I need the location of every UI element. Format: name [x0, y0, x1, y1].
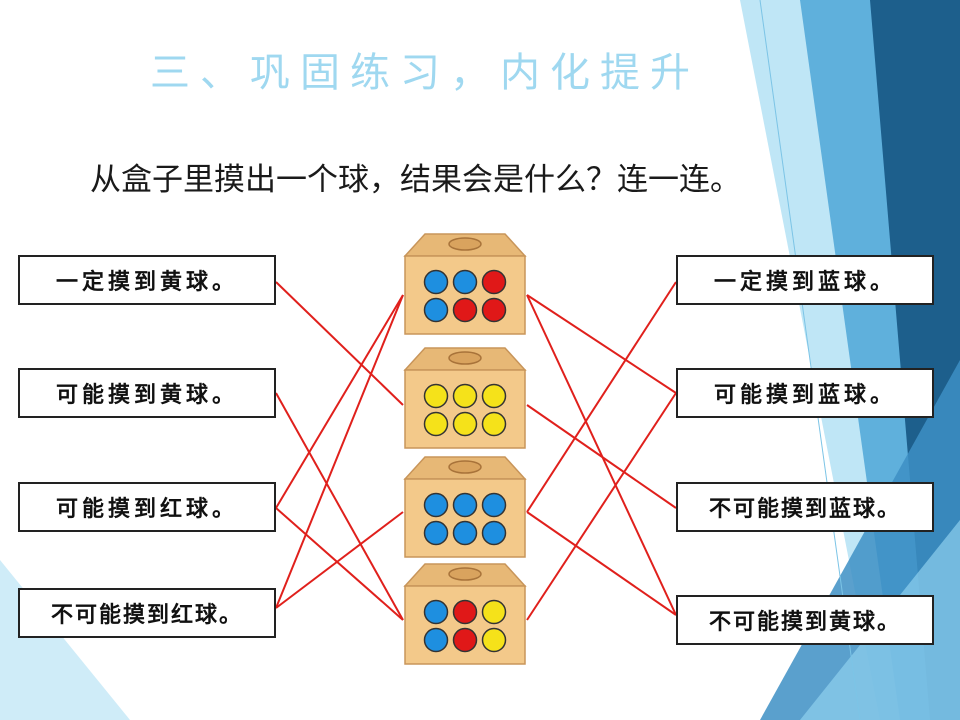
- red-ball: [452, 627, 478, 653]
- yellow-ball: [452, 383, 478, 409]
- blue-ball: [481, 520, 507, 546]
- red-ball: [481, 297, 507, 323]
- blue-ball: [423, 627, 449, 653]
- left-label-1[interactable]: 一定摸到黄球。: [18, 255, 276, 305]
- box-hole: [448, 567, 482, 581]
- right-label-4[interactable]: 不可能摸到黄球。: [676, 595, 934, 645]
- ball-box-2[interactable]: [403, 346, 527, 450]
- instruction-text: 从盒子里摸出一个球，结果会是什么？连一连。: [90, 162, 741, 198]
- right-label-3[interactable]: 不可能摸到蓝球。: [676, 482, 934, 532]
- left-label-2[interactable]: 可能摸到黄球。: [18, 368, 276, 418]
- blue-ball: [423, 269, 449, 295]
- decor-light-left: [0, 560, 130, 720]
- blue-ball: [452, 269, 478, 295]
- blue-ball: [481, 492, 507, 518]
- yellow-ball: [423, 411, 449, 437]
- ball-box-1[interactable]: [403, 232, 527, 336]
- red-ball: [452, 297, 478, 323]
- right-label-2[interactable]: 可能摸到蓝球。: [676, 368, 934, 418]
- yellow-ball: [423, 383, 449, 409]
- right-label-1[interactable]: 一定摸到蓝球。: [676, 255, 934, 305]
- blue-ball: [423, 599, 449, 625]
- box-hole: [448, 460, 482, 474]
- red-ball: [481, 269, 507, 295]
- red-ball: [452, 599, 478, 625]
- left-label-3[interactable]: 可能摸到红球。: [18, 482, 276, 532]
- yellow-ball: [481, 599, 507, 625]
- left-label-4[interactable]: 不可能摸到红球。: [18, 588, 276, 638]
- blue-ball: [423, 492, 449, 518]
- ball-box-4[interactable]: [403, 562, 527, 666]
- box-hole: [448, 237, 482, 251]
- blue-ball: [423, 520, 449, 546]
- ball-box-3[interactable]: [403, 455, 527, 559]
- box-front: [404, 369, 526, 449]
- yellow-ball: [481, 411, 507, 437]
- box-hole: [448, 351, 482, 365]
- box-front: [404, 255, 526, 335]
- blue-ball: [452, 492, 478, 518]
- box-front: [404, 585, 526, 665]
- yellow-ball: [452, 411, 478, 437]
- blue-ball: [423, 297, 449, 323]
- yellow-ball: [481, 383, 507, 409]
- blue-ball: [452, 520, 478, 546]
- slide-title: 三、巩固练习，内化提升: [150, 50, 700, 96]
- yellow-ball: [481, 627, 507, 653]
- box-front: [404, 478, 526, 558]
